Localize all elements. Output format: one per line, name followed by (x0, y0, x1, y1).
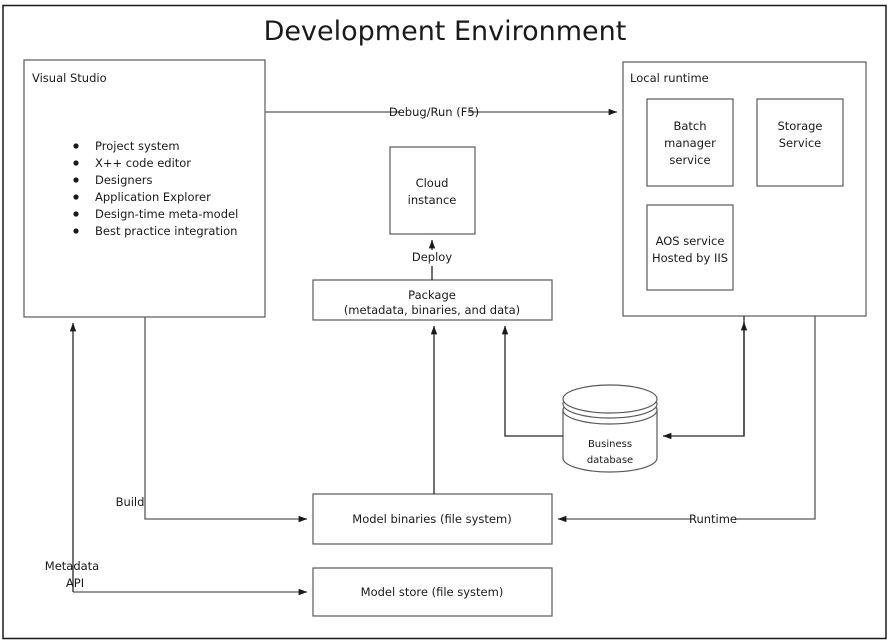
edge-label-deploy: Deploy (412, 250, 452, 264)
batch-manager-service-line-2: manager (664, 136, 716, 150)
node-model-store[interactable]: Model store (file system) (312, 567, 553, 617)
package-line-2: (metadata, binaries, and data) (344, 303, 520, 317)
node-storage-service[interactable]: Storage Service (756, 98, 844, 187)
list-item: X++ code editor (95, 156, 191, 170)
business-database-line-2: database (587, 455, 633, 466)
list-item: Application Explorer (95, 190, 211, 204)
edge-deploy: Deploy (412, 239, 452, 280)
storage-service-line-2: Service (779, 136, 822, 150)
page-title: Development Environment (264, 16, 627, 47)
edge-metadata-api: Metadata API (45, 322, 308, 596)
list-bullet (73, 143, 79, 149)
batch-manager-service-line-3: service (669, 153, 710, 167)
storage-service-line-1: Storage (778, 119, 823, 133)
model-binaries-label: Model binaries (file system) (352, 512, 511, 526)
node-business-database[interactable]: Business database (562, 384, 658, 473)
edge-runtime-to-database (662, 316, 745, 440)
node-local-runtime[interactable]: Local runtime Batch manager service Stor… (622, 61, 867, 317)
diagram-frame (2, 4, 887, 640)
model-store-label: Model store (file system) (361, 585, 504, 599)
cloud-instance-line-2: instance (408, 193, 457, 207)
list-bullet (73, 211, 79, 217)
visual-studio-feature-list: Project system X++ code editor Designers… (73, 139, 238, 238)
list-item: Project system (95, 139, 180, 153)
node-cloud-instance[interactable]: Cloud instance (389, 146, 476, 235)
list-bullet (73, 194, 79, 200)
edge-build: Build (116, 317, 308, 523)
edge-database-to-package (501, 325, 563, 437)
aos-service-line-2: Hosted by IIS (652, 251, 728, 265)
node-aos-service[interactable]: AOS service Hosted by IIS (646, 204, 734, 291)
node-visual-studio[interactable]: Visual Studio Project system X++ code ed… (23, 59, 266, 318)
list-item: Best practice integration (95, 224, 237, 238)
edge-label-build: Build (116, 495, 145, 509)
edge-label-metadata-api-line-1: Metadata (45, 559, 99, 573)
batch-manager-service-line-1: Batch (673, 119, 706, 133)
node-batch-manager-service[interactable]: Batch manager service (646, 98, 734, 187)
list-bullet (73, 177, 79, 183)
node-package[interactable]: Package (metadata, binaries, and data) (312, 279, 553, 321)
list-bullet (73, 160, 79, 166)
cloud-instance-line-1: Cloud (416, 176, 449, 190)
visual-studio-label: Visual Studio (32, 71, 107, 85)
node-model-binaries[interactable]: Model binaries (file system) (312, 493, 553, 545)
edge-runtime: Runtime (557, 316, 816, 526)
business-database-line-1: Business (588, 439, 632, 450)
edge-debug-run: Debug/Run (F5) (265, 105, 618, 119)
edge-label-debug-run: Debug/Run (F5) (389, 105, 479, 119)
edge-label-runtime: Runtime (689, 512, 737, 526)
edge-label-metadata-api-line-2: API (66, 576, 84, 590)
list-item: Design-time meta-model (95, 207, 238, 221)
local-runtime-label: Local runtime (630, 71, 709, 85)
aos-service-line-1: AOS service (656, 234, 725, 248)
package-line-1: Package (408, 288, 456, 302)
list-item: Designers (95, 173, 153, 187)
list-bullet (73, 228, 79, 234)
